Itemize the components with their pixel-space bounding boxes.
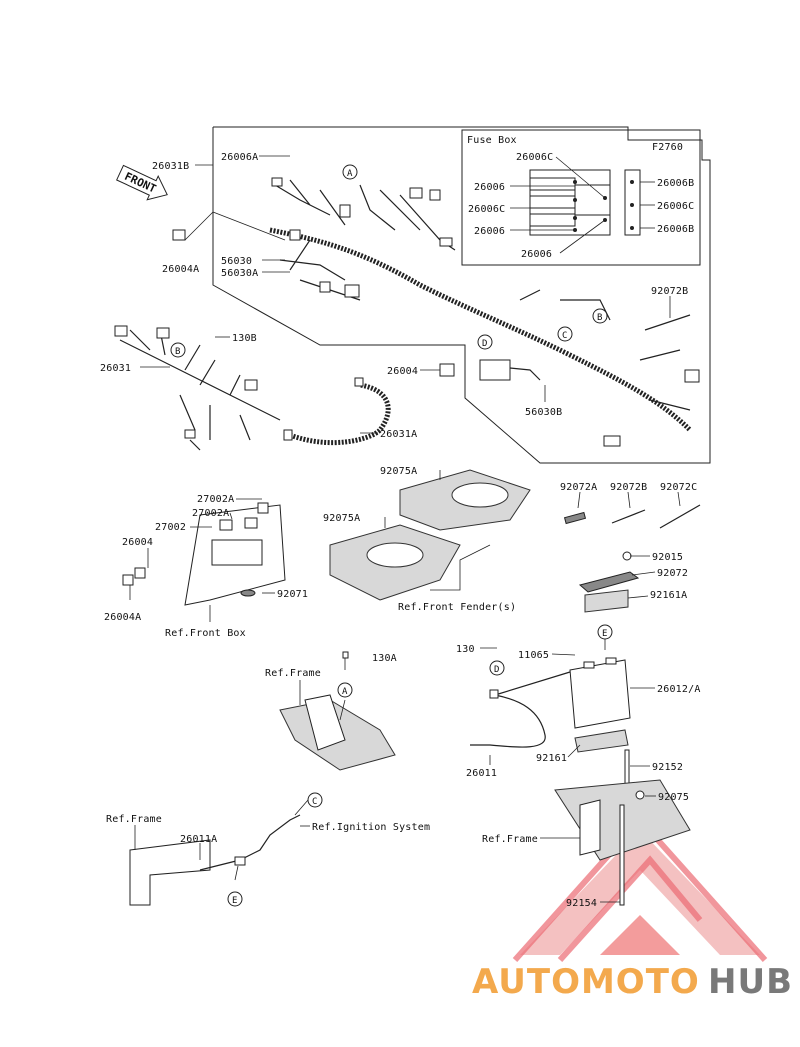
callout-56030A: 56030A [221, 268, 258, 279]
callout-26004A-2: 26004A [104, 612, 141, 623]
callout-130B: 130B [232, 333, 257, 344]
fuse-label-1: 26006C [516, 152, 553, 163]
front-box [122, 498, 286, 622]
svg-text:D: D [482, 339, 487, 349]
svg-text:D: D [494, 665, 499, 675]
connector-26004A [172, 229, 186, 241]
fuse-label-7: 26006C [657, 201, 694, 212]
bubble-E1: E [597, 624, 613, 640]
bubble-A2: A [337, 682, 353, 698]
callout-26031B: 26031B [152, 161, 189, 172]
fuse-label-8: 26006B [657, 224, 694, 235]
callout-92072B-2: 92072B [610, 482, 647, 493]
callout-92075: 92075 [658, 792, 689, 803]
callout-26031A: 26031A [380, 429, 417, 440]
callout-92072: 92072 [657, 568, 688, 579]
callout-92075A: 92075A [380, 466, 417, 477]
watermark-text: AUTOMOTO HUB [472, 962, 793, 1002]
frame-section-c [129, 799, 310, 906]
callout-92154: 92154 [566, 898, 597, 909]
watermark-logo [512, 815, 768, 963]
ref-front-fender: Ref.Front Fender(s) [398, 602, 516, 613]
callout-92075A-2: 92075A [323, 513, 360, 524]
fuse-label-5: 26006 [521, 249, 552, 260]
leader-lines-upper [140, 155, 671, 434]
battery-cable-26011 [470, 671, 571, 765]
harness-26031 [114, 325, 281, 451]
callout-26011: 26011 [466, 768, 497, 779]
callout-92072A: 92072A [560, 482, 597, 493]
svg-text:B: B [175, 347, 180, 357]
callout-26004: 26004 [387, 366, 418, 377]
fuse-label-6: 26006B [657, 178, 694, 189]
callout-92161: 92161 [536, 753, 567, 764]
ref-frame-1: Ref.Frame [265, 668, 321, 679]
callout-26006A: 26006A [221, 152, 258, 163]
bubble-D2: D [489, 660, 505, 676]
fuse-label-4: 26006 [474, 226, 505, 237]
fuse-label-2: 26006 [474, 182, 505, 193]
harness-26031A [283, 377, 391, 446]
fuse-box-inset: Fuse Box 26006C 26006 26006C 26006 26006… [461, 129, 701, 266]
svg-text:C: C [312, 797, 317, 807]
callout-130: 130 [456, 644, 475, 655]
callout-56030: 56030 [221, 256, 252, 267]
watermark-part1: AUTOMOTO [472, 962, 700, 1002]
svg-text:A: A [342, 687, 348, 697]
callout-27002: 27002 [155, 522, 186, 533]
bubble-C2: C [307, 792, 323, 808]
relay-56030B [439, 359, 541, 381]
callout-26004-2: 26004 [122, 537, 153, 548]
bubble-D1: D [477, 334, 493, 350]
ref-front-box: Ref.Front Box [165, 628, 246, 639]
callout-92071: 92071 [277, 589, 308, 600]
upper-harness-frame: F2760 [212, 126, 711, 464]
svg-text:E: E [602, 629, 607, 639]
fuse-box-title: Fuse Box [467, 135, 517, 146]
bubble-B2: B [592, 308, 608, 324]
callout-130A: 130A [372, 653, 397, 664]
band-92072B [644, 314, 691, 331]
svg-text:B: B [597, 313, 602, 323]
main-harness-26031B [269, 177, 700, 447]
watermark-part2: HUB [708, 962, 793, 1002]
bubble-C1: C [557, 326, 573, 342]
callout-26031: 26031 [100, 363, 131, 374]
callout-92072C: 92072C [660, 482, 697, 493]
diagram-code: F2760 [652, 142, 683, 153]
part-callouts: 26031B 26006A 26004A 56030 56030A 92072B… [100, 152, 701, 909]
callout-27002A: 27002A [197, 494, 234, 505]
callout-56030B: 56030B [525, 407, 562, 418]
callout-11065: 11065 [518, 650, 549, 661]
svg-text:C: C [562, 331, 567, 341]
callout-92152: 92152 [652, 762, 683, 773]
ref-frame-2: Ref.Frame [106, 814, 162, 825]
bands-92072 [563, 491, 701, 529]
svg-text:E: E [232, 896, 237, 906]
callout-26011A: 26011A [180, 834, 217, 845]
callout-92015: 92015 [652, 552, 683, 563]
battery-assembly [480, 551, 691, 906]
reference-labels: Ref.Front Fender(s) Ref.Front Box Ref.Fr… [106, 602, 538, 845]
frame-section-a [279, 651, 396, 771]
svg-text:A: A [347, 169, 353, 179]
callout-27002A-2: 27002A [192, 508, 229, 519]
ref-ignition-system: Ref.Ignition System [312, 822, 430, 833]
bubble-B1: B [170, 342, 186, 358]
callout-26012A: 26012/A [657, 684, 701, 695]
callout-26004A: 26004A [162, 264, 199, 275]
callout-92072B: 92072B [651, 286, 688, 297]
bubble-A1: A [342, 164, 358, 180]
fuse-label-3: 26006C [468, 204, 505, 215]
ref-frame-3: Ref.Frame [482, 834, 538, 845]
front-fenders [329, 469, 531, 601]
callout-92161A: 92161A [650, 590, 687, 601]
bubble-E2: E [227, 891, 243, 907]
